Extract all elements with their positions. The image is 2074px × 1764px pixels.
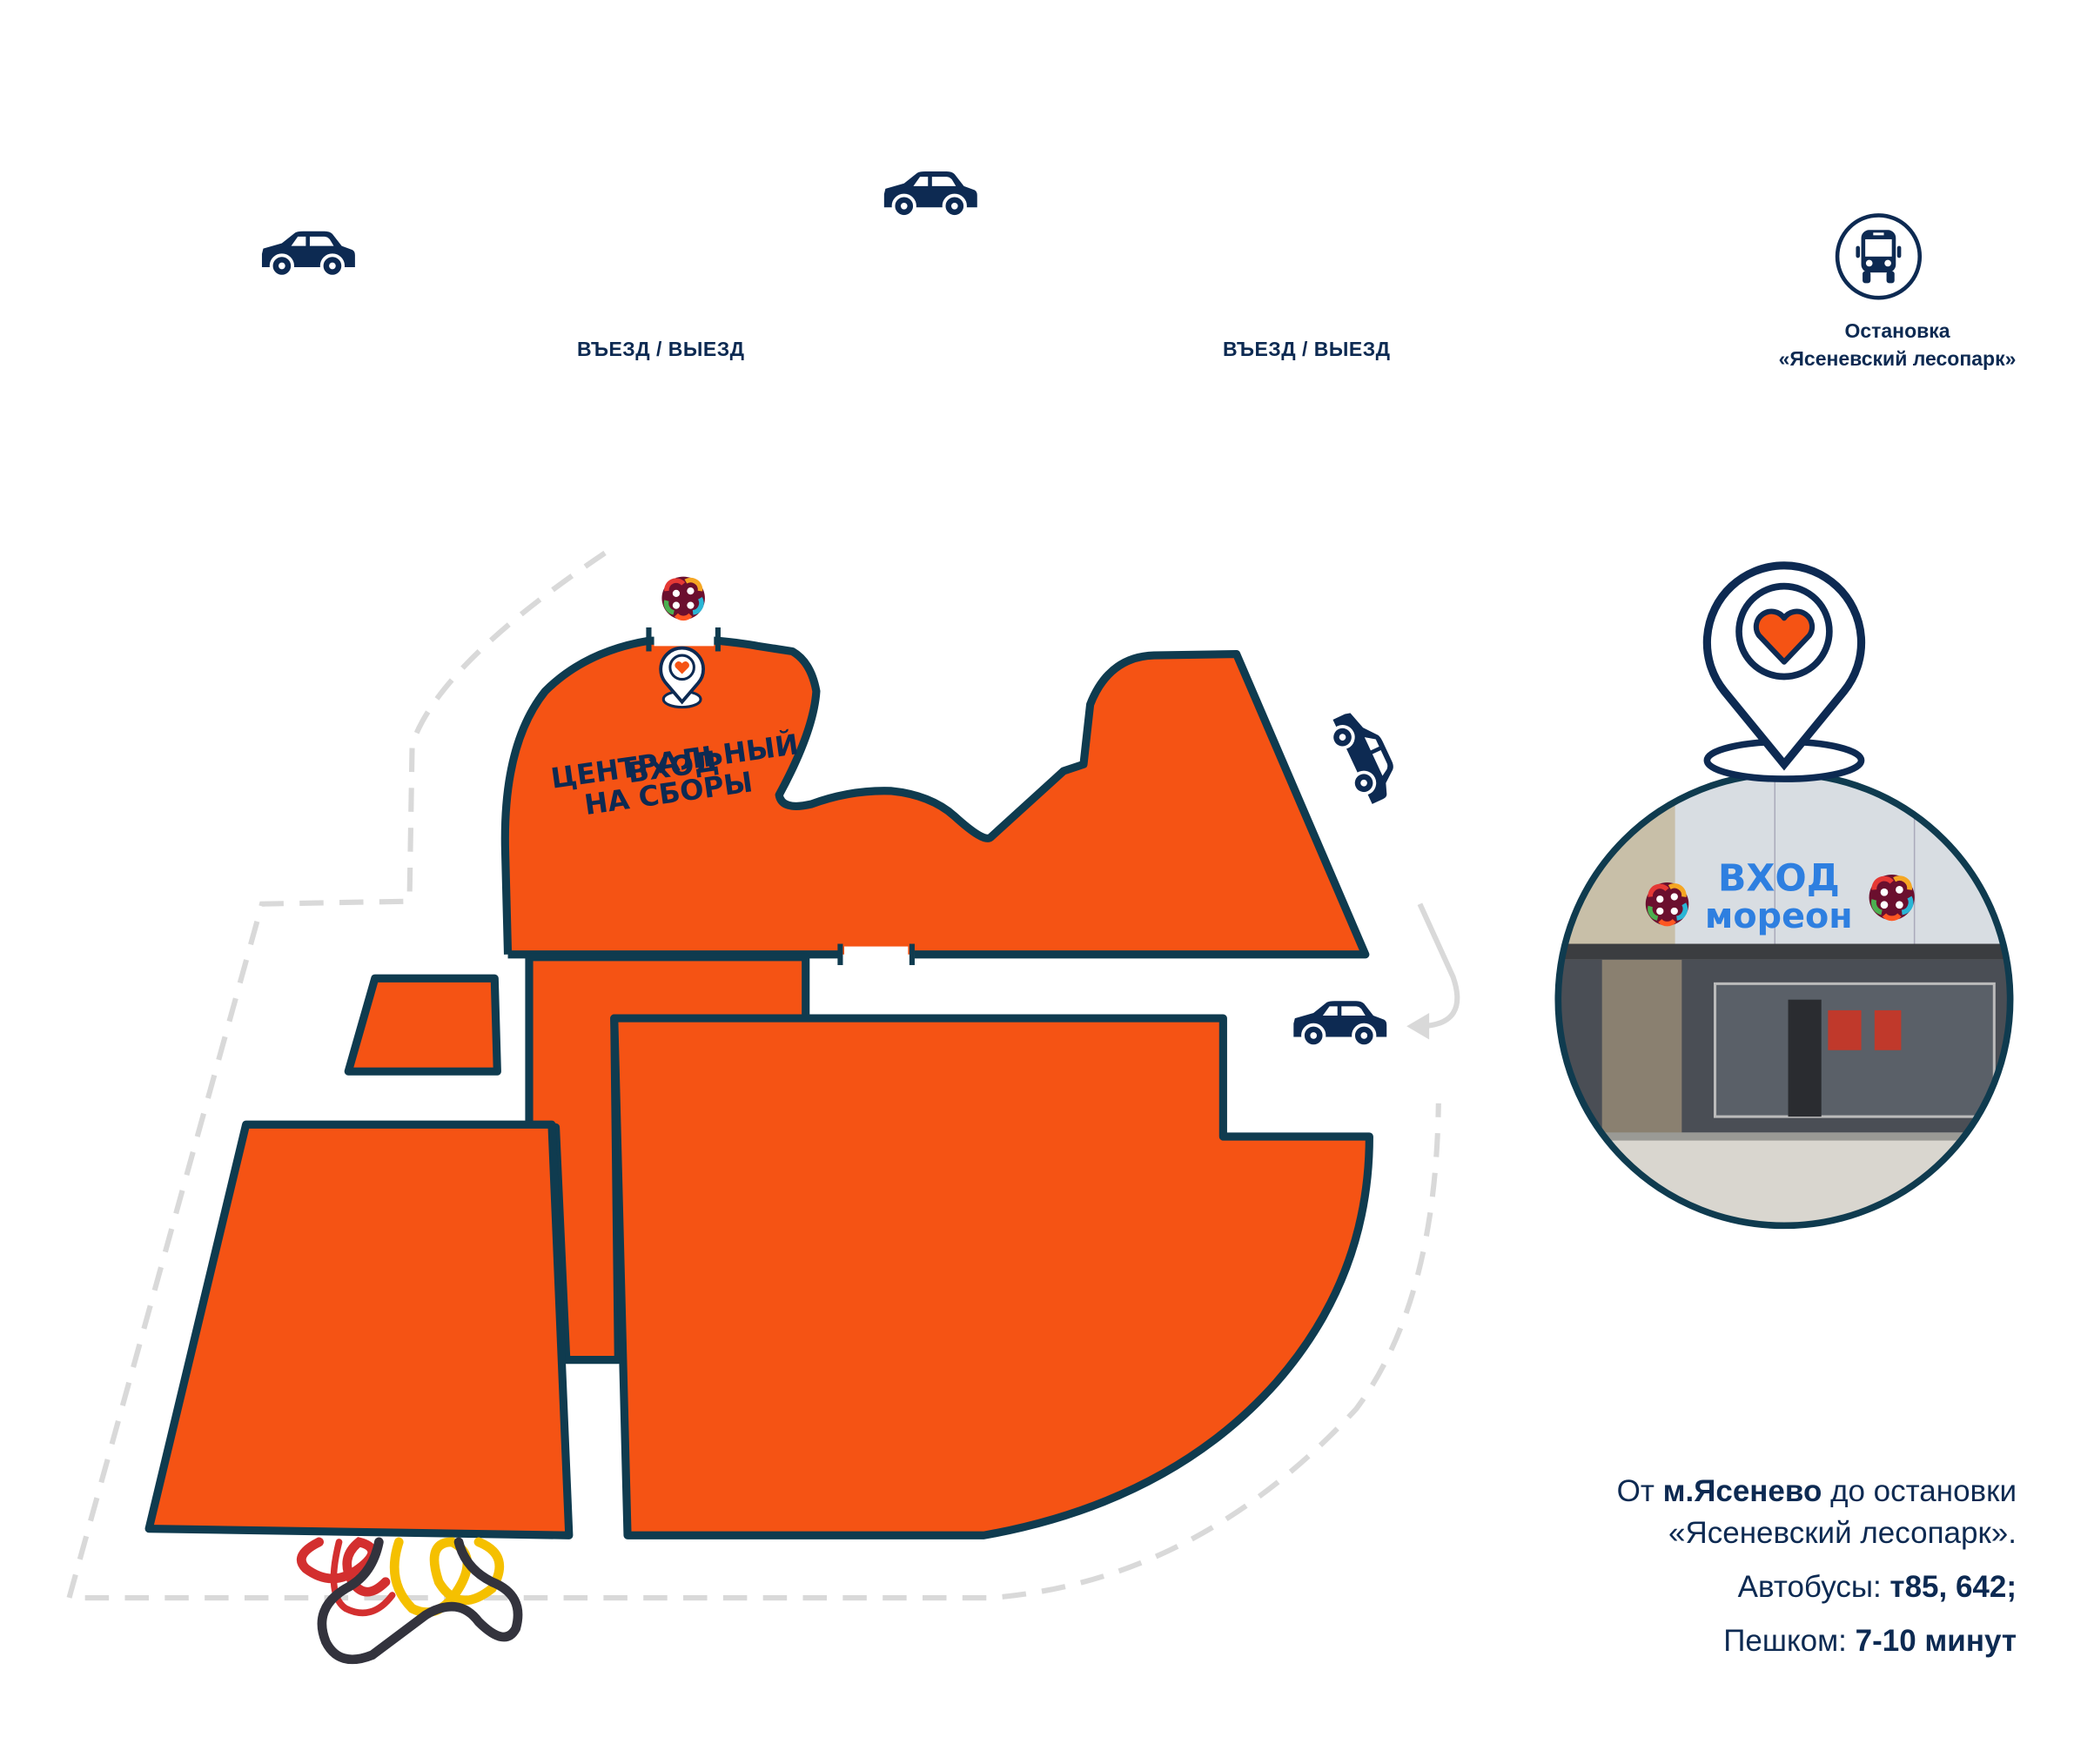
building-small bbox=[344, 974, 501, 1076]
car-icon-north bbox=[882, 170, 979, 218]
directions-buses: Автобусы: т85, 642; bbox=[1617, 1566, 2017, 1608]
photo-sign-line1: ВХОД bbox=[1718, 856, 1840, 900]
buildings bbox=[144, 636, 1373, 1539]
building-west bbox=[144, 1120, 574, 1539]
bus-stop-line2: «Ясеневский лесопарк» bbox=[1778, 347, 2017, 370]
walking-route-dashed bbox=[65, 550, 1441, 1601]
moreon-logo-icon bbox=[661, 577, 704, 620]
moreon-logo-right bbox=[1869, 875, 1915, 920]
car-icon-angled bbox=[1322, 702, 1406, 810]
moreon-logo-left bbox=[1646, 882, 1688, 925]
car-icon-west bbox=[260, 230, 357, 278]
bus-icon bbox=[1835, 213, 1923, 300]
metro-station: м.Ясенево bbox=[1662, 1474, 1822, 1508]
directions-info: От м.Ясенево до остановки «Ясеневский ле… bbox=[1617, 1471, 2017, 1674]
buses-value: т85, 642; bbox=[1889, 1570, 2017, 1604]
route-prefix: От bbox=[1616, 1474, 1663, 1508]
entry-exit-label-1: ВЪЕЗД / ВЫЕЗД bbox=[577, 338, 745, 360]
traffic-arrow bbox=[1406, 902, 1460, 1040]
location-pin-heart-icon-large bbox=[1702, 561, 1866, 782]
entrance-photo: ВХОД мореон bbox=[1554, 770, 2014, 1230]
walk-value: 7-10 минут bbox=[1855, 1624, 2017, 1658]
inner-door-gap bbox=[844, 946, 909, 962]
directions-walk: Пешком: 7-10 минут bbox=[1617, 1620, 2017, 1662]
location-pin-heart-icon bbox=[659, 646, 705, 709]
buses-label: Автобусы: bbox=[1737, 1570, 1890, 1604]
central-door-gap bbox=[654, 624, 715, 647]
directions-route: От м.Ясенево до остановки «Ясеневский ле… bbox=[1617, 1471, 2017, 1554]
water-slides-icon bbox=[297, 1537, 523, 1665]
car-icon-east bbox=[1292, 999, 1388, 1048]
walk-label: Пешком: bbox=[1723, 1624, 1856, 1658]
building-east bbox=[610, 1014, 1373, 1539]
photo-sign-line2: мореон bbox=[1705, 896, 1853, 936]
bus-stop-label: Остановка «Ясеневский лесопарк» bbox=[1732, 317, 2063, 372]
route-suffix: до остановки bbox=[1822, 1474, 2017, 1508]
bus-stop-line1: Остановка bbox=[1844, 319, 1950, 342]
entry-exit-label-2: ВЪЕЗД / ВЫЕЗД bbox=[1223, 338, 1391, 360]
door-markers bbox=[646, 627, 915, 965]
route-stop-name: «Ясеневский лесопарк». bbox=[1668, 1516, 2017, 1550]
